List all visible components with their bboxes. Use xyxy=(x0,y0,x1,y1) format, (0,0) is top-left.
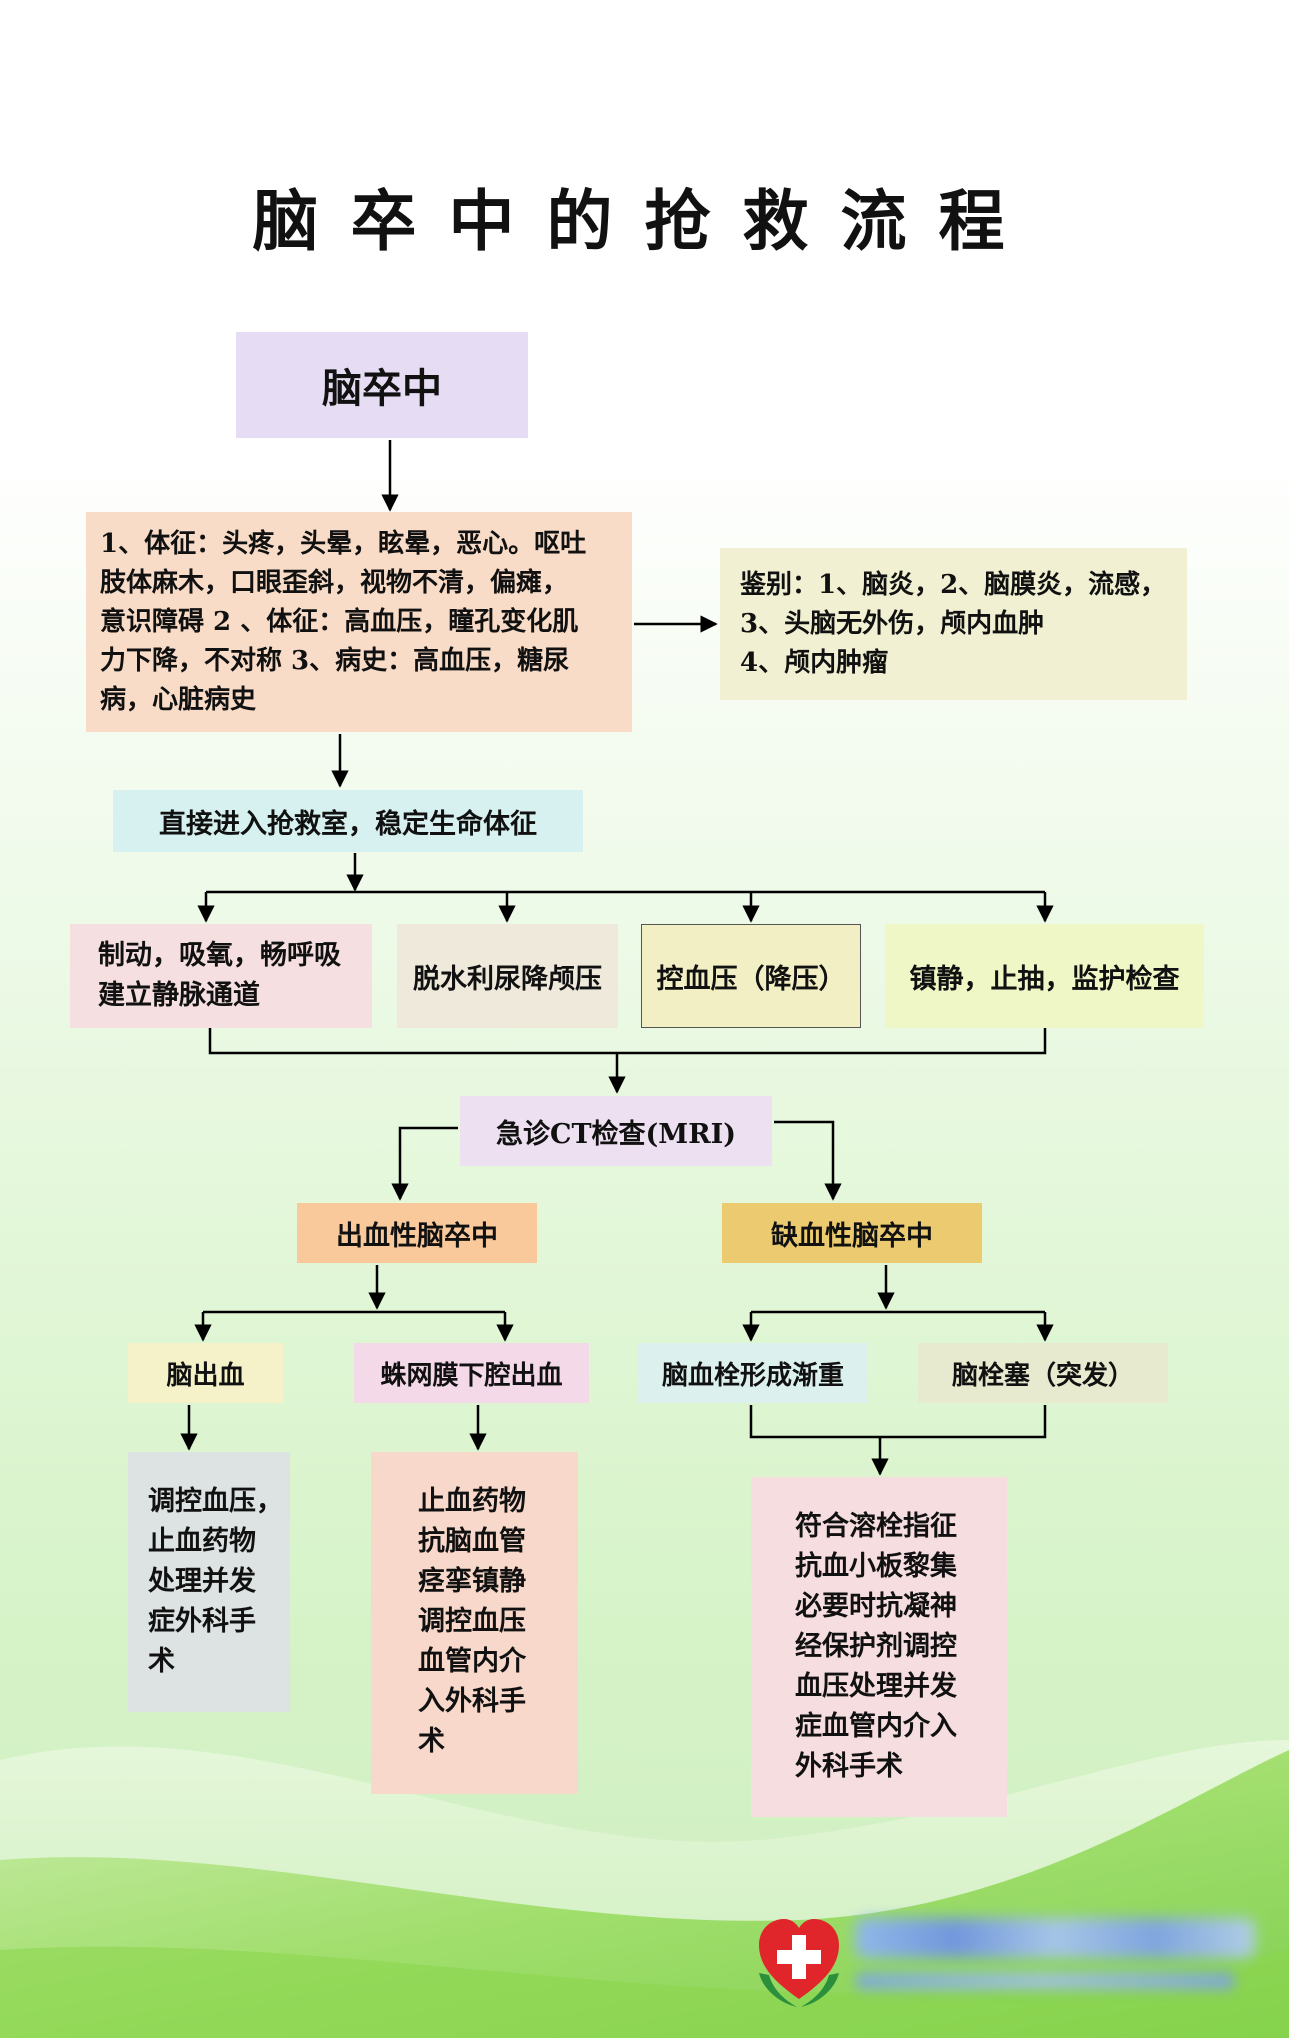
dehydration-text: 脱水利尿降颅压 xyxy=(413,963,602,995)
immobilize-text: 制动，吸氧，畅呼吸 建立静脉通道 xyxy=(98,940,341,1011)
thrombosis-box: 脑血栓形成渐重 xyxy=(638,1343,868,1403)
ischemic-treatment-box: 符合溶栓指征 抗血小板黎集 必要时抗凝神 经保护剂调控 血压处理并发 症血管内介… xyxy=(751,1477,1007,1817)
hemorrhagic-box: 出血性脑卒中 xyxy=(297,1203,537,1263)
differential-box: 鉴别：1、脑炎，2、脑膜炎，流感， 3、头脑无外伤，颅内血肿 4、颅内肿瘤 xyxy=(720,548,1187,700)
blurred-hospital-name xyxy=(855,1918,1255,1958)
bp-control-box: 控血压（降压） xyxy=(641,924,861,1028)
dehydration-box: 脱水利尿降颅压 xyxy=(397,924,618,1028)
differential-text: 鉴别：1、脑炎，2、脑膜炎，流感， 3、头脑无外伤，颅内血肿 4、颅内肿瘤 xyxy=(740,569,1167,678)
sah-treatment-text: 止血药物 抗脑血管 痉挛镇静 调控血压 血管内介 入外科手 术 xyxy=(418,1486,526,1757)
embolism-label: 脑栓塞（突发） xyxy=(951,1360,1134,1391)
blurred-hospital-subtitle xyxy=(855,1972,1235,1990)
symptoms-text: 1、体征：头疼，头晕，眩晕，恶心。呕吐 肢体麻木，口眼歪斜，视物不清，偏瘫， 意… xyxy=(100,528,587,715)
bp-control-text: 控血压（降压） xyxy=(656,963,846,995)
ich-treatment-box: 调控血压， 止血药物 处理并发 症外科手 术 xyxy=(128,1452,290,1712)
page-title: 脑卒中的抢救流程 xyxy=(252,182,1037,260)
immobilize-box: 制动，吸氧，畅呼吸 建立静脉通道 xyxy=(70,924,372,1028)
stroke-label: 脑卒中 xyxy=(322,365,442,412)
sah-treatment-box: 止血药物 抗脑血管 痉挛镇静 调控血压 血管内介 入外科手 术 xyxy=(371,1452,578,1794)
sedation-box: 镇静，止抽，监护检查 xyxy=(885,924,1204,1028)
ich-treatment-text: 调控血压， 止血药物 处理并发 症外科手 术 xyxy=(148,1486,283,1677)
ischemic-box: 缺血性脑卒中 xyxy=(722,1203,982,1263)
emergency-room-box: 直接进入抢救室，稳定生命体征 xyxy=(113,790,583,852)
ischemic-treatment-text: 符合溶栓指征 抗血小板黎集 必要时抗凝神 经保护剂调控 血压处理并发 症血管内介… xyxy=(795,1511,957,1782)
emergency-room-text: 直接进入抢救室，稳定生命体征 xyxy=(159,808,537,840)
sah-label: 蛛网膜下腔出血 xyxy=(380,1360,563,1391)
hemorrhagic-label: 出血性脑卒中 xyxy=(336,1220,498,1252)
symptoms-box: 1、体征：头疼，头晕，眩晕，恶心。呕吐 肢体麻木，口眼歪斜，视物不清，偏瘫， 意… xyxy=(86,512,632,732)
thrombosis-label: 脑血栓形成渐重 xyxy=(661,1360,844,1391)
ct-box: 急诊CT检查(MRI) xyxy=(460,1096,772,1166)
ich-box: 脑出血 xyxy=(128,1343,283,1403)
sah-box: 蛛网膜下腔出血 xyxy=(354,1343,589,1403)
stroke-box: 脑卒中 xyxy=(236,332,528,438)
red-cross-hands-logo xyxy=(759,1919,839,2007)
ischemic-label: 缺血性脑卒中 xyxy=(771,1220,933,1252)
ich-label: 脑出血 xyxy=(166,1360,245,1391)
embolism-box: 脑栓塞（突发） xyxy=(918,1343,1168,1403)
sedation-text: 镇静，止抽，监护检查 xyxy=(909,963,1180,995)
ct-text: 急诊CT检查(MRI) xyxy=(495,1118,737,1150)
